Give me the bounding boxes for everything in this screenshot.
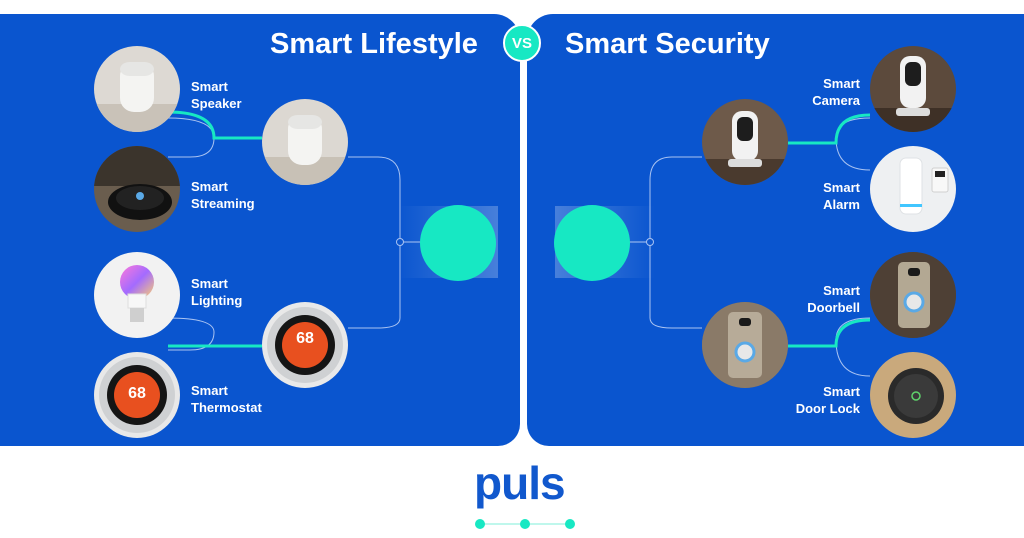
lifestyle-title: Smart Lifestyle: [270, 28, 478, 60]
puls-logo: puls: [474, 457, 566, 509]
security-camera-image: [702, 99, 788, 185]
smart-speaker-image: [94, 46, 180, 132]
lifestyle-thermostat-image: [262, 302, 348, 388]
smart-door-lock-image: [870, 352, 956, 438]
logo-dots: [475, 519, 575, 529]
lifestyle-speaker-image: [262, 99, 348, 185]
security-doorbell-image: [702, 302, 788, 388]
smart-doorbell-image: [870, 252, 956, 338]
smart-alarm-image: [870, 146, 956, 232]
vs-badge: VS: [503, 24, 541, 62]
lifestyle-hub: [420, 205, 496, 281]
smart-thermostat-image: [94, 352, 180, 438]
security-hub: [554, 205, 630, 281]
smart-streaming-image: [94, 146, 180, 232]
smart-camera-image: [870, 46, 956, 132]
lifestyle-thermostat-reading: 68: [296, 330, 314, 347]
security-title: Smart Security: [565, 28, 770, 60]
smart-lighting-image: [94, 252, 180, 338]
thermostat-reading: 68: [128, 385, 146, 402]
